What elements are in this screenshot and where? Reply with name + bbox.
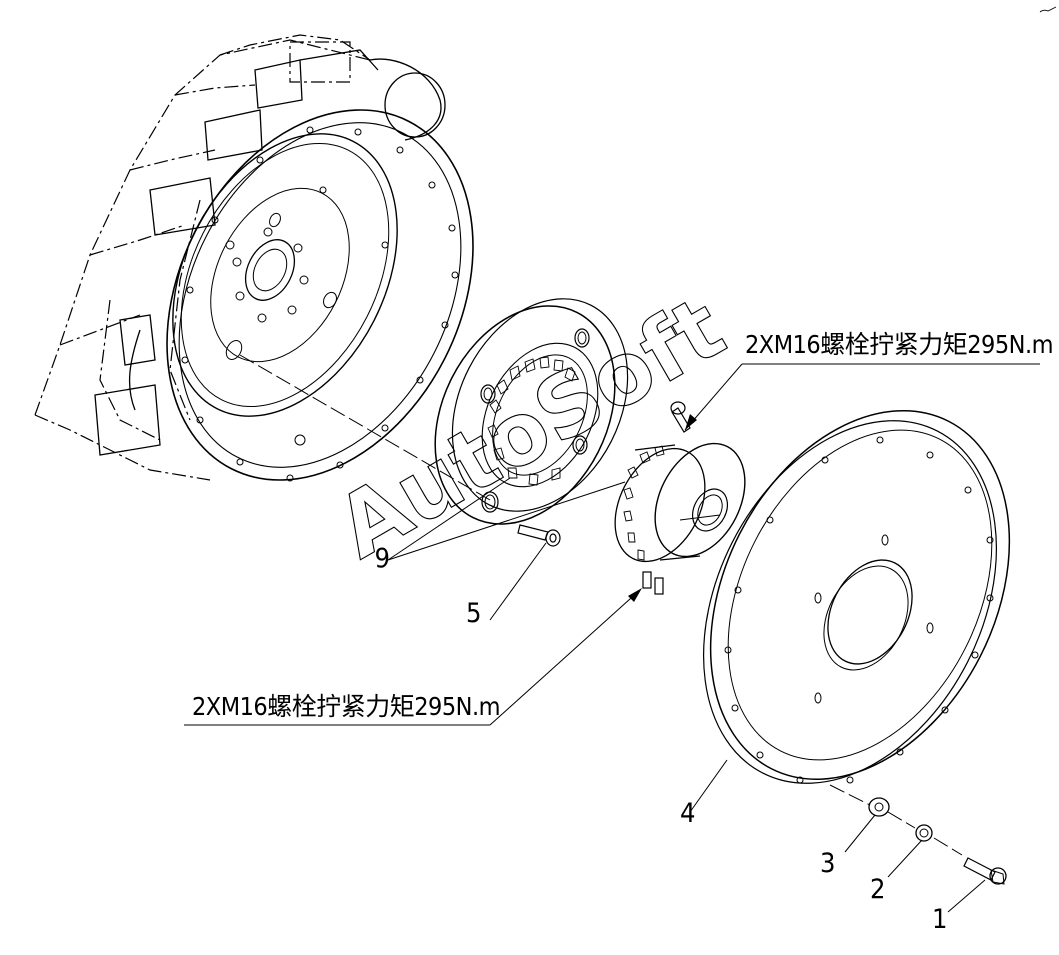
- part-number-2: 2: [870, 874, 885, 905]
- leader-lines: [184, 363, 1040, 913]
- flex-plate: [703, 410, 1011, 784]
- engine-housing-flywheel: [34, 34, 474, 482]
- corner-mark: [1039, 6, 1057, 13]
- part-number-5: 5: [466, 598, 481, 629]
- part-number-6: 6: [375, 541, 390, 572]
- torque-callout-bottom: 2XM16螺栓拧紧力矩295N.m: [192, 692, 500, 721]
- torque-callout-top: 2XM16螺栓拧紧力矩295N.m: [745, 330, 1053, 359]
- part-number-1: 1: [932, 904, 947, 935]
- part-number-3: 3: [820, 848, 835, 879]
- leader-arrowheads: [628, 414, 697, 602]
- coupling-ring: [434, 298, 629, 525]
- assembly-lines: [239, 354, 963, 856]
- small-bolts: [517, 401, 691, 595]
- splined-hub: [614, 442, 746, 563]
- watermark: AutoSoft: [321, 278, 741, 578]
- fastener-set: [868, 797, 1007, 885]
- part-number-4: 4: [680, 798, 695, 829]
